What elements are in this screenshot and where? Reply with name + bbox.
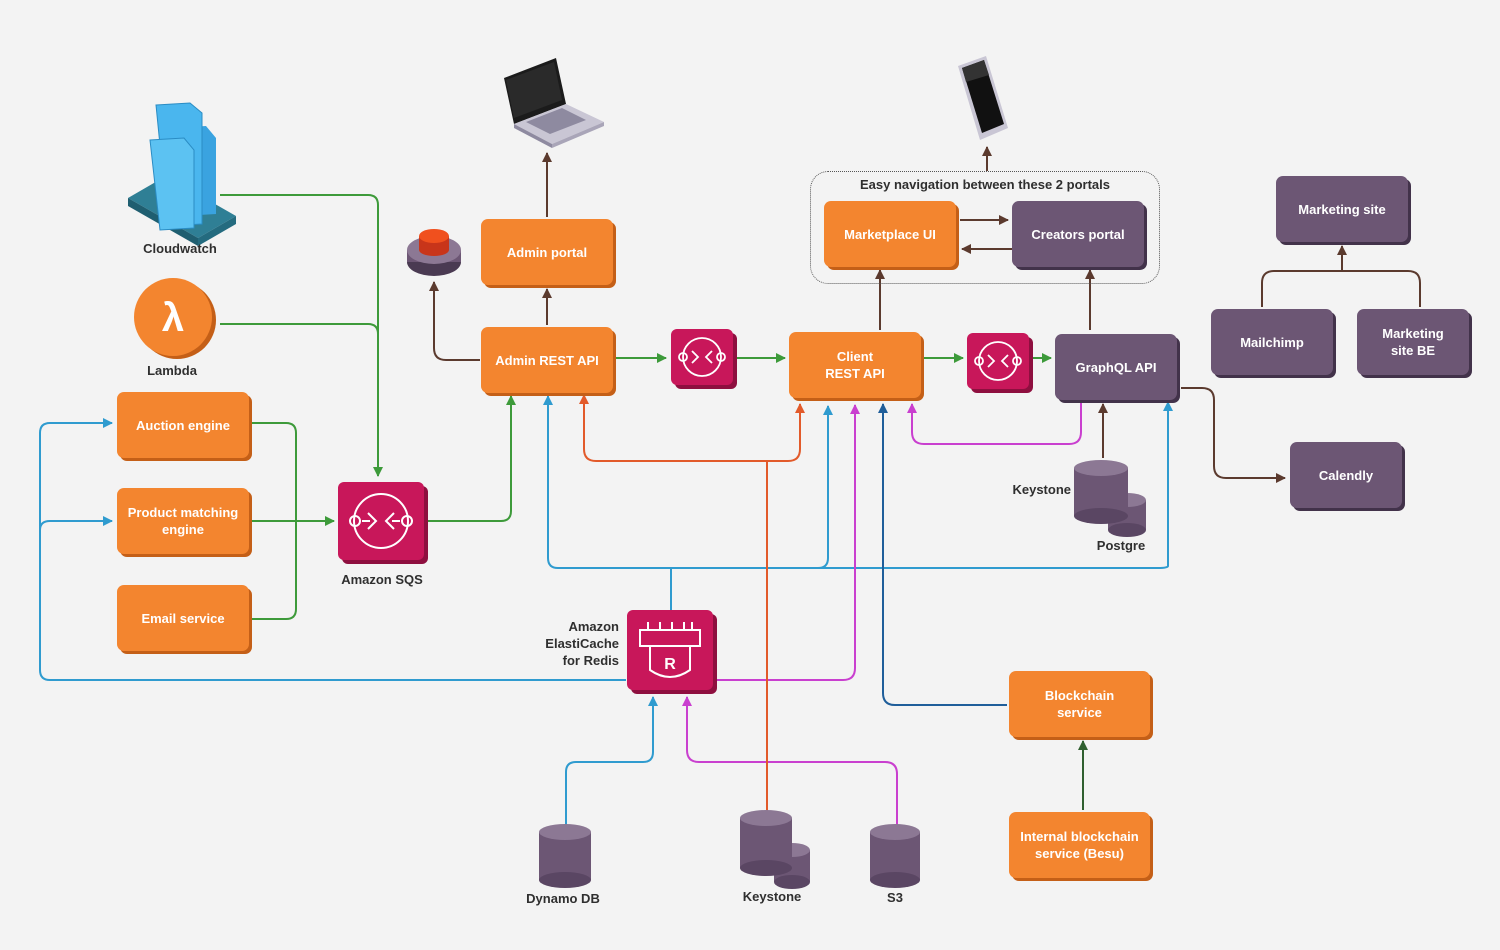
email-service-node[interactable]: Email service: [117, 585, 249, 651]
internal-blockchain-service-node[interactable]: Internal blockchain service (Besu): [1009, 812, 1150, 878]
postgre-label: Postgre: [1096, 538, 1146, 553]
edge-graphql-calendly: [1181, 387, 1286, 483]
mailchimp-node[interactable]: Mailchimp: [1211, 309, 1333, 375]
s3-icon: [870, 824, 920, 888]
lambda-symbol: λ: [161, 296, 185, 340]
lambda-label: Lambda: [147, 363, 197, 378]
edge-admin-rest-db: [429, 281, 480, 361]
portals-group-label: Easy navigation between these 2 portals: [860, 177, 1110, 192]
edge-cache-client-rest: [817, 405, 833, 569]
edge-cache-product: [39, 516, 113, 531]
graphql-api-node[interactable]: GraphQL API: [1055, 334, 1177, 400]
product-matching-engine-node[interactable]: Product matching engine: [117, 488, 249, 554]
edge-cache-admin-rest: [543, 395, 1169, 569]
edge-cache-client-rest-pink: [716, 404, 860, 681]
arrow-admin-rest-red: [579, 394, 589, 404]
edge-lambda-sqs: [220, 323, 379, 335]
edge-graphql-client-rest: [907, 402, 1082, 445]
s3-label: S3: [887, 890, 903, 905]
edge-blockchain-client-rest: [878, 403, 1007, 706]
edge-marketing-tree: [1261, 246, 1421, 307]
amazon-sqs-label: Amazon SQS: [341, 572, 423, 587]
queue-icon-1: [671, 329, 737, 389]
edge-sqs-admin-rest: [428, 395, 516, 522]
phone-icon: [958, 56, 1008, 140]
marketing-site-node[interactable]: Marketing site: [1276, 176, 1408, 242]
keystone-db-icon-top: [1074, 460, 1128, 524]
redis-symbol: R: [664, 656, 676, 673]
queue-icon-2: [967, 333, 1033, 393]
edge-cache-engines: [39, 418, 626, 681]
elasticache-icon: [627, 610, 717, 694]
auction-engine-node[interactable]: Auction engine: [117, 392, 249, 458]
elasticache-label: Amazon ElastiCache for Redis: [545, 619, 619, 668]
creators-portal-node[interactable]: Creators portal: [1012, 201, 1144, 267]
marketing-site-be-node[interactable]: Marketing site BE: [1357, 309, 1469, 375]
sqs-icon: [338, 482, 428, 564]
edge-cloudwatch-sqs: [220, 194, 383, 477]
dynamo-db-label: Dynamo DB: [526, 891, 600, 906]
edge-dynamo-cache: [565, 696, 658, 826]
keystone-db-icon-bottom: [740, 810, 810, 889]
cloudwatch-icon: [128, 102, 236, 246]
portals-group: [810, 171, 1160, 284]
client-rest-api-node[interactable]: Client REST API: [789, 332, 921, 398]
calendly-node[interactable]: Calendly: [1290, 442, 1402, 508]
lambda-icon: [134, 278, 216, 359]
marketplace-ui-node[interactable]: Marketplace UI: [824, 201, 956, 267]
database-button-icon: [407, 229, 461, 276]
edge-keystone-admin-client: [583, 396, 800, 812]
admin-rest-api-node[interactable]: Admin REST API: [481, 327, 613, 393]
edge-s3-cache: [682, 696, 898, 826]
dynamo-db-icon: [539, 824, 591, 888]
blockchain-service-node[interactable]: Blockchain service: [1009, 671, 1150, 737]
cloudwatch-label: Cloudwatch: [143, 241, 217, 256]
admin-portal-node[interactable]: Admin portal: [481, 219, 613, 285]
laptop-icon: [504, 58, 604, 148]
keystone-label-top: Keystone: [1012, 482, 1071, 497]
keystone-label-bottom: Keystone: [742, 889, 802, 904]
